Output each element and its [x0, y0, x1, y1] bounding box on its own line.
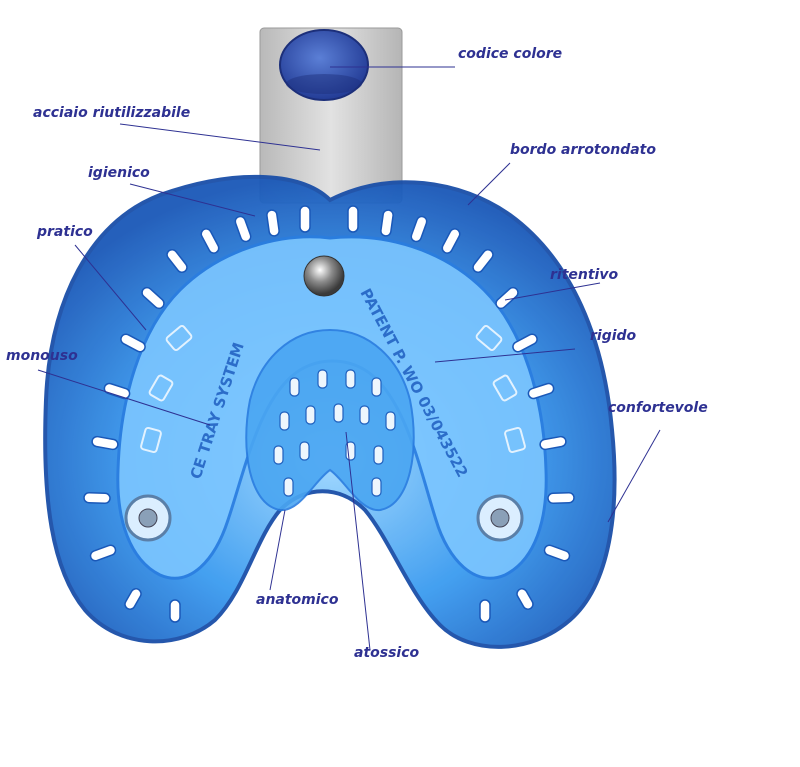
leader-lines [37, 66, 661, 651]
label-pratico: pratico [37, 224, 93, 240]
label-anatomico: anatomico [256, 592, 339, 608]
retention-holes [83, 205, 575, 623]
leader-pratico [74, 244, 147, 331]
palate-holes [273, 369, 396, 497]
label-rigido: rigido [590, 328, 637, 344]
leader-anatomico [269, 509, 286, 591]
label-bordo-arrotondato: bordo arrotondato [510, 142, 656, 158]
leader-atossico [345, 431, 371, 651]
label-acciaio-riutilizzabile: acciaio riutilizzabile [33, 105, 191, 121]
leader-confortevole [607, 429, 661, 523]
label-monouso: monouso [6, 348, 78, 364]
leader-monouso [37, 369, 211, 426]
leader-rigido [434, 348, 576, 363]
label-codice-colore: codice colore [458, 46, 563, 62]
leader-bordo [467, 162, 511, 206]
metal-ball [303, 255, 345, 297]
palate-area [245, 328, 415, 512]
label-atossico: atossico [354, 645, 420, 661]
label-confortevole: confortevole [608, 400, 708, 416]
label-ritentivo: ritentivo [550, 267, 619, 283]
leader-igienico [129, 183, 256, 217]
channel-windows [140, 325, 526, 454]
leader-acciaio [119, 123, 321, 151]
leader-ritentivo [504, 282, 601, 301]
label-igienico: igienico [88, 165, 150, 181]
color-code-button [279, 29, 369, 101]
